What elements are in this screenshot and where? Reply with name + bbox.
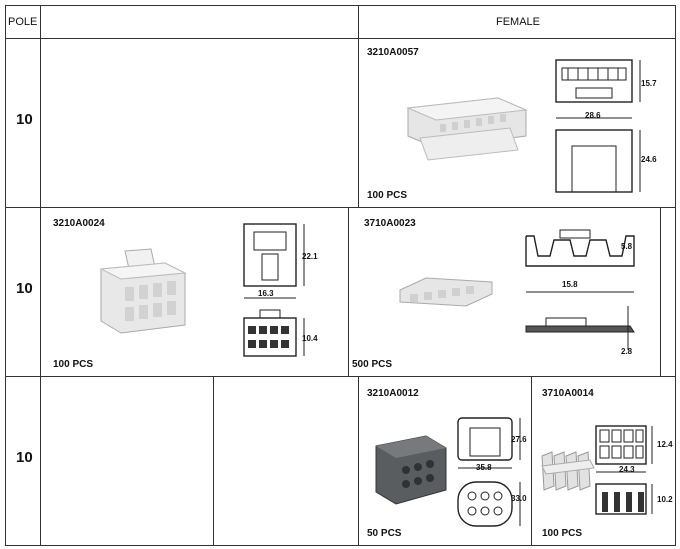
technical-drawing [243, 223, 305, 357]
connector-photo [99, 248, 187, 334]
part-3710A0023-qty: 500 PCS [352, 359, 393, 370]
connector-photo [375, 435, 447, 505]
row1-pole: 10 [16, 111, 33, 128]
part-3210A0012-code: 3210A0012 [367, 388, 419, 399]
part-3210A0024-code: 3210A0024 [53, 218, 105, 229]
technical-drawing [457, 417, 521, 527]
part-3210A0024-qty: 100 PCS [53, 359, 94, 370]
technical-drawing [595, 425, 653, 515]
row3-divider-c [531, 376, 532, 545]
part-3710A0023-dim-thickness: 2.8 [621, 347, 633, 356]
part-3210A0012-dim-width: 35.8 [476, 463, 492, 472]
row1-divider [5, 207, 676, 208]
row2-pole: 10 [16, 280, 33, 297]
part-3710A0014-qty: 100 PCS [542, 528, 583, 539]
part-3710A0014-dim-height: 12.4 [657, 440, 673, 449]
connector-photo [399, 277, 493, 307]
connector-photo [406, 97, 528, 161]
connector-photo [541, 451, 595, 491]
part-3210A0057-dim-depth: 24.6 [641, 155, 657, 164]
part-3210A0012-qty: 50 PCS [367, 528, 402, 539]
table-border-bottom [5, 545, 676, 546]
row2-mid-divider [348, 207, 349, 376]
part-3710A0023-code: 3710A0023 [364, 218, 416, 229]
part-3210A0012-dim-depth: 33.0 [511, 494, 527, 503]
part-3710A0014-code: 3710A0014 [542, 388, 594, 399]
part-3210A0024-dim-width: 16.3 [258, 289, 274, 298]
part-3710A0014-dim-depth: 10.2 [657, 495, 673, 504]
part-3710A0014-dim-width: 24.3 [619, 465, 635, 474]
table-border-top [5, 5, 676, 6]
table-border-left [5, 5, 6, 545]
part-3210A0024-dim-depth: 10.4 [302, 334, 318, 343]
part-3210A0057-dim-height: 15.7 [641, 79, 657, 88]
row3-divider-a [213, 376, 214, 545]
row2-right-divider [660, 207, 661, 376]
technical-drawing [555, 59, 641, 193]
header-divider [5, 38, 676, 39]
row3-pole: 10 [16, 449, 33, 466]
part-3710A0023-dim-width: 15.8 [562, 280, 578, 289]
part-3710A0023-dim-height: 5.8 [621, 242, 633, 251]
part-3210A0024-dim-height: 22.1 [302, 252, 318, 261]
part-3210A0057-qty: 100 PCS [367, 190, 408, 201]
header-pole: POLE [8, 16, 38, 28]
row2-divider [5, 376, 676, 377]
female-column-divider [358, 5, 359, 207]
header-female: FEMALE [496, 16, 541, 28]
pole-column-divider [40, 5, 41, 545]
table-border-right [675, 5, 676, 545]
part-3210A0057-dim-width: 28.6 [585, 111, 601, 120]
part-3210A0057-code: 3210A0057 [367, 47, 419, 58]
technical-drawing [525, 229, 635, 350]
part-3210A0012-dim-height: 27.6 [511, 435, 527, 444]
row3-divider-b [358, 376, 359, 545]
